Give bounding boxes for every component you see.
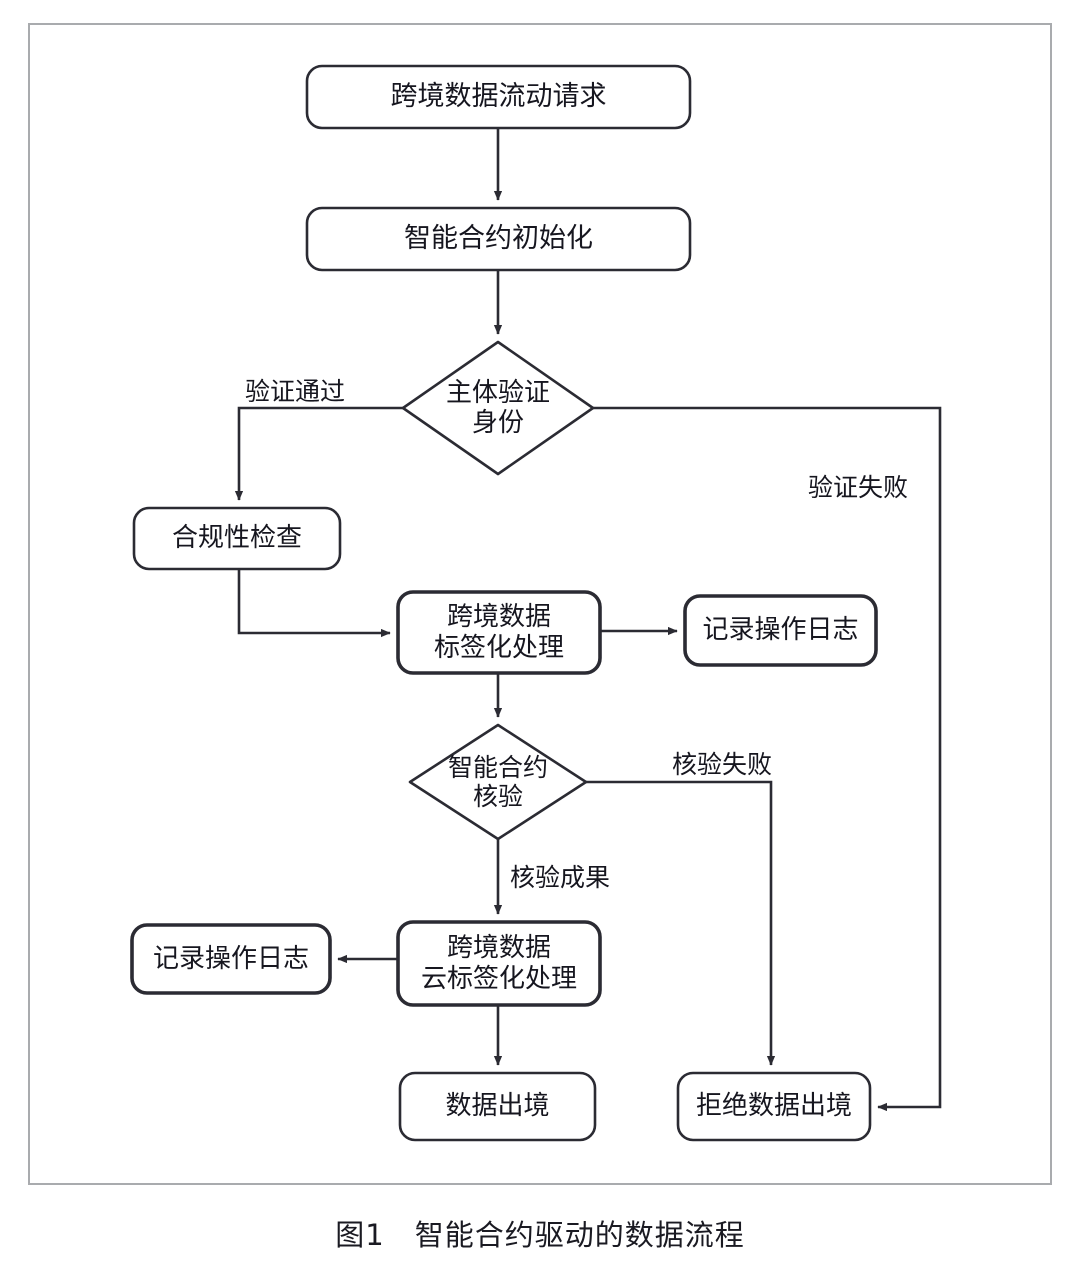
node-data-rejected-shape [676, 1071, 872, 1142]
edge-check-fail-to-rejected [586, 780, 776, 1066]
node-compliance-check-shape [132, 506, 342, 571]
node-data-export-shape [398, 1071, 597, 1142]
node-log-bottom-shape [130, 923, 332, 995]
node-tagging-shape [396, 590, 602, 675]
node-cloud-tagging-shape [396, 920, 602, 1007]
edge-label-check-pass: 核验成果 [510, 863, 611, 892]
edge-label-verify-pass: 验证通过 [245, 377, 346, 406]
edge-verify-fail-to-rejected [593, 406, 942, 1112]
edge-label-verify-fail: 验证失败 [808, 473, 909, 502]
edge-compliance-to-tagging [237, 569, 391, 638]
node-contract-check-shape [408, 723, 588, 841]
node-log-top-shape [683, 594, 878, 667]
node-init-shape [305, 206, 692, 272]
edge-verify-pass-to-compliance [234, 406, 403, 501]
node-verify-identity-shape [401, 340, 595, 476]
figure-caption: 图1 智能合约驱动的数据流程 [335, 1218, 745, 1252]
edge-label-check-fail: 核验失败 [672, 750, 773, 779]
node-request-shape [305, 64, 692, 130]
